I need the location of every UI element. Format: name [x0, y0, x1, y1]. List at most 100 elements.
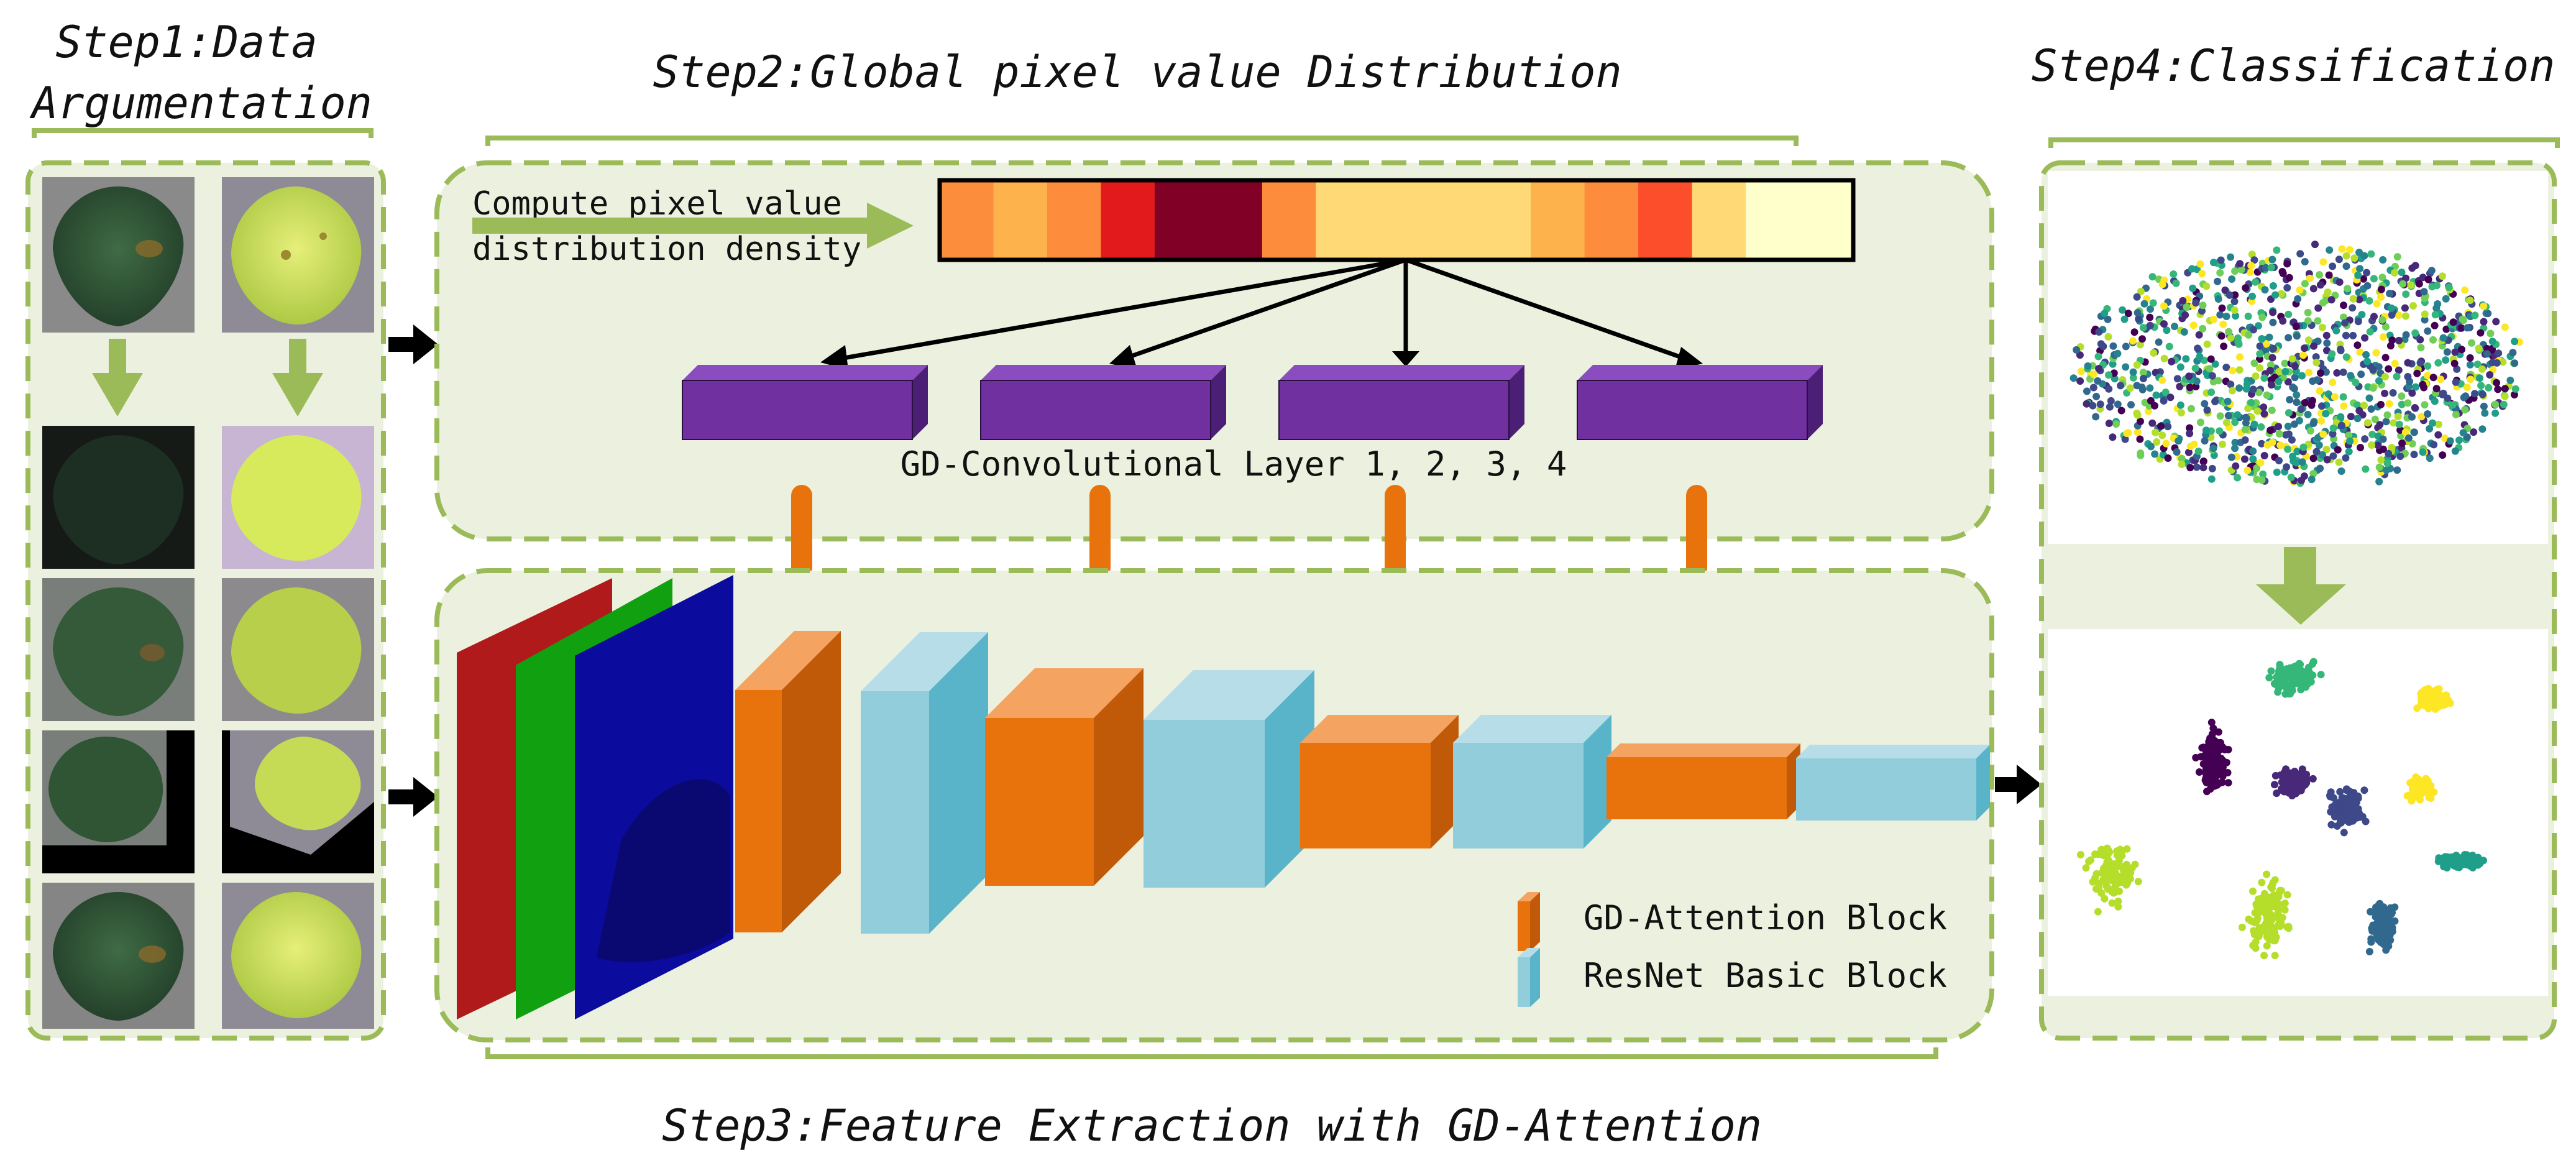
- scatter-point: [2327, 788, 2335, 796]
- scatter-point: [2319, 430, 2327, 438]
- scatter-point: [2202, 282, 2211, 290]
- scatter-point: [2464, 324, 2472, 332]
- scatter-point: [2421, 310, 2429, 318]
- scatter-point: [2216, 427, 2224, 435]
- scatter-point: [2099, 343, 2107, 351]
- scatter-point: [2186, 443, 2194, 451]
- scatter-point: [2285, 922, 2293, 931]
- scatter-point: [2276, 901, 2284, 908]
- scatter-point: [2449, 318, 2457, 326]
- scatter-point: [2331, 393, 2339, 401]
- scatter-point: [2431, 321, 2439, 329]
- arrow-shaft: [1089, 485, 1111, 578]
- scatter-point: [2355, 407, 2363, 415]
- scatter-point: [2224, 397, 2232, 405]
- scatter-point: [2439, 272, 2446, 280]
- scatter-point: [2327, 808, 2335, 816]
- scatter-point: [2104, 333, 2112, 341]
- scatter-point: [2395, 420, 2403, 428]
- scatter-point: [2301, 773, 2309, 781]
- scatter-point: [2416, 787, 2424, 795]
- scatter-point: [2317, 417, 2326, 425]
- scatter-point: [2404, 359, 2412, 367]
- scatter-point: [2206, 738, 2214, 747]
- scatter-point: [2076, 851, 2084, 858]
- resnet-block-1: [861, 632, 988, 934]
- scatter-point: [2377, 456, 2385, 464]
- scatter-point: [2386, 290, 2394, 298]
- scatter-point: [2199, 760, 2207, 768]
- scatter-point: [2140, 300, 2148, 308]
- scatter-point: [2244, 405, 2252, 413]
- scatter-point: [2354, 415, 2362, 423]
- scatter-point: [2342, 353, 2350, 361]
- scatter-point: [2160, 302, 2168, 310]
- scatter-point: [2374, 441, 2382, 449]
- scatter-point: [2301, 280, 2309, 288]
- scatter-point: [2419, 448, 2427, 456]
- scatter-point: [2234, 338, 2242, 346]
- tsne-after-scatter: [2076, 658, 2487, 960]
- block-front: [1300, 743, 1431, 848]
- scatter-point: [2216, 269, 2224, 277]
- scatter-point: [2314, 317, 2322, 325]
- scatter-point: [2487, 329, 2495, 338]
- scatter-point: [2329, 262, 2337, 270]
- scatter-point: [2275, 457, 2283, 464]
- scatter-point: [2388, 444, 2396, 451]
- scatter-point: [2360, 402, 2368, 410]
- layer-front: [1278, 380, 1510, 440]
- scatter-point: [2208, 464, 2216, 472]
- scatter-point: [2254, 909, 2262, 917]
- scatter-point: [2256, 364, 2264, 372]
- scatter-point: [2207, 753, 2215, 761]
- scatter-point: [2146, 384, 2154, 392]
- scatter-point: [2250, 359, 2258, 367]
- scatter-point: [2430, 441, 2438, 449]
- scatter-point: [2248, 251, 2256, 259]
- scatter-point: [2431, 311, 2439, 319]
- scatter-point: [2214, 377, 2222, 385]
- scatter-point: [2207, 389, 2216, 396]
- scatter-point: [2439, 334, 2447, 342]
- scatter-point: [2285, 274, 2293, 282]
- scatter-point: [2232, 462, 2240, 470]
- scatter-point: [2478, 425, 2487, 433]
- scatter-point: [2246, 269, 2254, 276]
- scatter-point: [2099, 865, 2107, 873]
- scatter-point: [2342, 331, 2350, 339]
- leaf-flipped-yellow: [222, 883, 374, 1029]
- density-cell: [1047, 180, 1101, 260]
- scatter-point: [2488, 346, 2496, 354]
- scatter-point: [2283, 891, 2291, 899]
- scatter-point: [2182, 355, 2190, 363]
- scatter-point: [2459, 316, 2467, 324]
- scatter-point: [2420, 701, 2428, 709]
- scatter-point: [2290, 420, 2298, 428]
- scatter-point: [2222, 364, 2230, 371]
- scatter-point: [2268, 407, 2276, 415]
- scatter-point: [2424, 372, 2432, 380]
- scatter-point: [2104, 885, 2112, 893]
- scatter-point: [2201, 400, 2209, 408]
- scatter-point: [2395, 311, 2403, 320]
- scatter-point: [2426, 425, 2434, 433]
- scatter-point: [2481, 409, 2489, 417]
- scatter-point: [2161, 389, 2170, 397]
- scatter-point: [2260, 952, 2268, 960]
- scatter-point: [2385, 400, 2393, 408]
- scatter-point: [2129, 374, 2137, 382]
- leaf-darkened: [42, 426, 195, 569]
- scatter-point: [2077, 367, 2085, 375]
- scatter-point: [2207, 355, 2215, 363]
- scatter-point: [2394, 413, 2402, 420]
- layer-top: [1577, 365, 1823, 380]
- scatter-point: [2377, 285, 2385, 293]
- scatter-point: [2117, 407, 2125, 415]
- scatter-point: [2372, 913, 2380, 921]
- scatter-point: [2231, 291, 2239, 299]
- scatter-point: [2401, 304, 2409, 312]
- scatter-point: [2250, 256, 2258, 264]
- scatter-point: [2330, 794, 2337, 802]
- scatter-point: [2253, 407, 2262, 415]
